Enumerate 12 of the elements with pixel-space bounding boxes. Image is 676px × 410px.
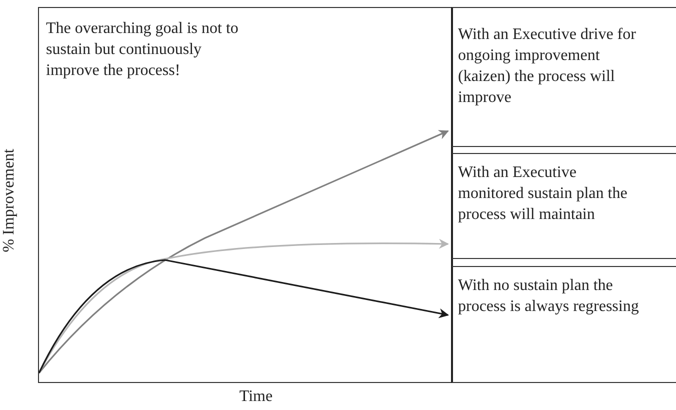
trend-arrow: [38, 130, 449, 374]
goal-note: The overarching goal is not to sustain but continuously improve the process!: [46, 19, 240, 81]
axis-title: % Improvement: [0, 148, 18, 252]
axis-title: Time: [238, 387, 274, 407]
outcome-text: With no sustain plan the process is always regressing: [458, 276, 640, 317]
outcome-text: With an Executive monitored sustain plan the process will maintain: [458, 163, 628, 225]
trend-arrow: [38, 238, 449, 374]
trend-arrow: [38, 259, 449, 374]
outcome-text: With an Executive drive for ongoing improvement (kaizen) the process will improve: [458, 25, 637, 108]
outcome-box: [452, 153, 676, 259]
outcome-box: [452, 266, 676, 383]
outcome-box: [452, 7, 676, 147]
